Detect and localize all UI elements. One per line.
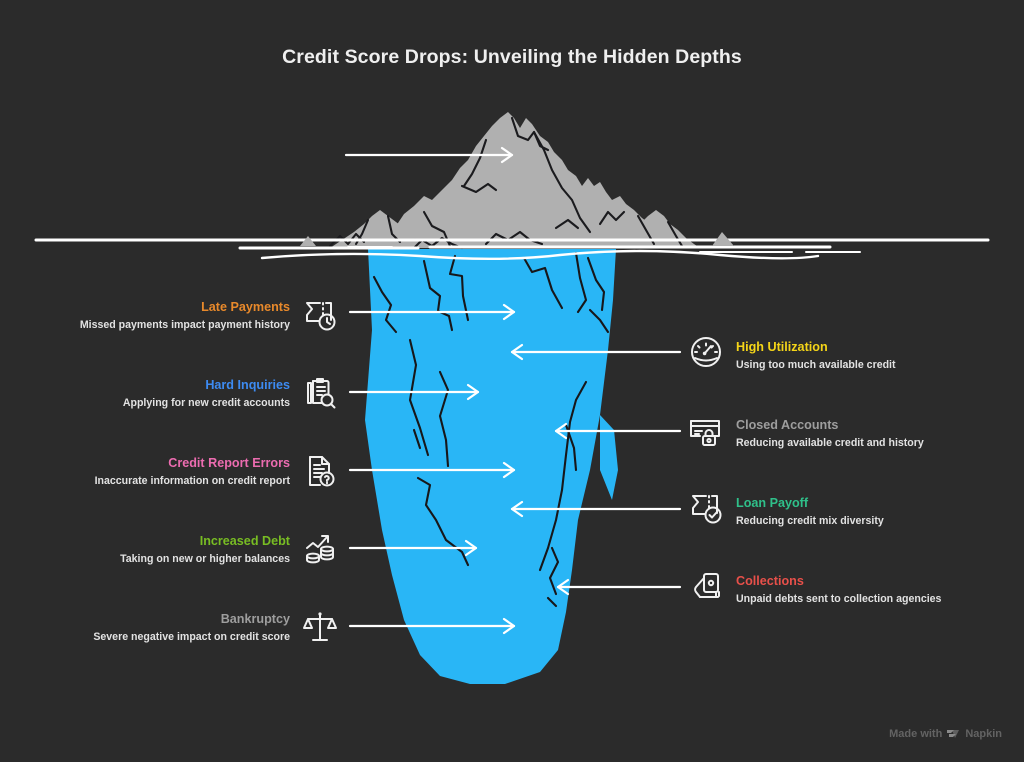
- label-heading: High Utilization: [736, 340, 828, 354]
- label-heading: Closed Accounts: [736, 418, 839, 432]
- label-increased-debt[interactable]: Increased Debt Taking on new or higher b…: [60, 534, 290, 567]
- label-hard-inquiries[interactable]: Hard Inquiries Applying for new credit a…: [60, 378, 290, 411]
- arrow-tip: [344, 146, 514, 164]
- page-title: Credit Score Drops: Unveiling the Hidden…: [282, 46, 742, 68]
- label-heading: Loan Payoff: [736, 496, 809, 510]
- hand-device-icon: [686, 566, 726, 606]
- arrow-late-payments: [348, 303, 516, 321]
- label-late-payments[interactable]: Late Payments Missed payments impact pay…: [60, 300, 290, 333]
- clipboard-search-icon: [300, 373, 340, 413]
- arrow-bankruptcy: [348, 617, 516, 635]
- label-heading: Credit Report Errors: [168, 456, 290, 470]
- scales-icon: [300, 607, 340, 647]
- label-subtext: Unpaid debts sent to collection agencies: [736, 593, 942, 605]
- label-credit-report-errors[interactable]: Credit Report Errors Inaccurate informat…: [40, 456, 290, 489]
- label-subtext: Reducing available credit and history: [736, 437, 924, 449]
- arrow-closed-accounts: [554, 422, 682, 440]
- label-high-utilization[interactable]: High Utilization Using too much availabl…: [736, 340, 996, 373]
- label-loan-payoff[interactable]: Loan Payoff Reducing credit mix diversit…: [736, 496, 996, 529]
- label-subtext: Severe negative impact on credit score: [93, 631, 290, 643]
- label-subtext: Applying for new credit accounts: [122, 397, 290, 409]
- napkin-logo-icon: [947, 729, 960, 740]
- label-subtext: Using too much available credit: [736, 359, 896, 371]
- credit-card-lock-icon: [686, 410, 726, 450]
- iceberg-cracks-underwater: [372, 251, 610, 608]
- arrow-hard-inquiries: [348, 383, 480, 401]
- watermark-brand: Napkin: [965, 728, 1002, 740]
- label-subtext: Reducing credit mix diversity: [736, 515, 884, 527]
- document-question-icon: [300, 451, 340, 491]
- gauge-icon: [686, 332, 726, 372]
- label-subtext: Taking on new or higher balances: [120, 553, 290, 565]
- receipt-clock-icon: [300, 295, 340, 335]
- arrow-collections: [556, 578, 682, 596]
- arrow-credit-report-errors: [348, 461, 516, 479]
- label-heading: Increased Debt: [199, 534, 290, 548]
- label-heading: Collections: [736, 574, 804, 588]
- label-collections[interactable]: Collections Unpaid debts sent to collect…: [736, 574, 1006, 607]
- arrow-loan-payoff: [510, 500, 682, 518]
- label-heading: Late Payments: [201, 300, 290, 314]
- label-heading: Bankruptcy: [220, 612, 290, 626]
- arrow-high-utilization: [510, 343, 682, 361]
- label-subtext: Missed payments impact payment history: [79, 319, 290, 331]
- label-closed-accounts[interactable]: Closed Accounts Reducing available credi…: [736, 418, 996, 451]
- label-heading: Hard Inquiries: [205, 378, 290, 392]
- chart-coins-icon: [300, 529, 340, 569]
- label-subtext: Inaccurate information on credit report: [94, 475, 290, 487]
- iceberg-underwater: [365, 249, 618, 684]
- pointer-arrows: [344, 146, 682, 635]
- waterline: [34, 232, 990, 260]
- watermark: Made with Napkin: [889, 728, 1002, 740]
- arrow-increased-debt: [348, 539, 478, 557]
- label-bankruptcy[interactable]: Bankruptcy Severe negative impact on cre…: [60, 612, 290, 645]
- watermark-prefix: Made with: [889, 728, 943, 740]
- receipt-check-icon: [686, 488, 726, 528]
